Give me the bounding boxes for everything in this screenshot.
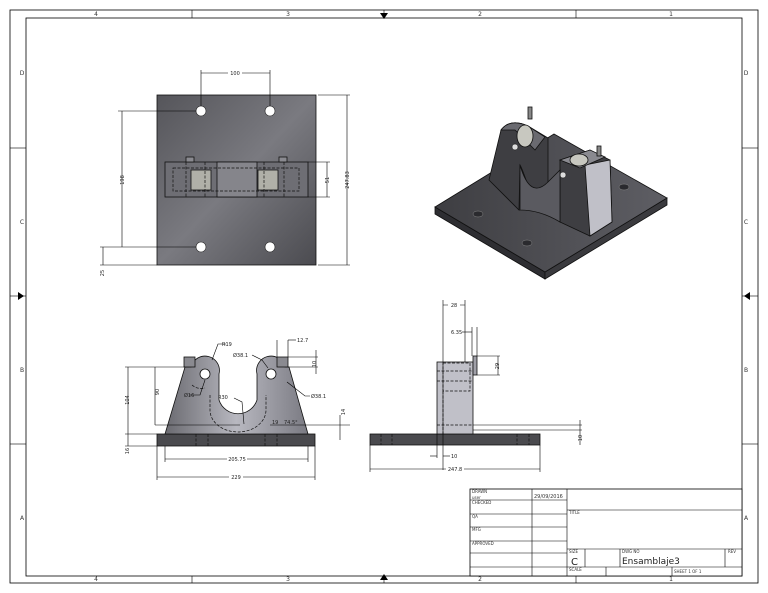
dim-hole-spacing: 100 xyxy=(230,71,240,77)
drawn-date: 29/09/2016 xyxy=(534,494,563,500)
dim-overall: 247.8 xyxy=(448,467,462,473)
dwg-no-value: Ensamblaje3 xyxy=(622,557,680,567)
dim-r-top: R19 xyxy=(222,342,232,348)
zone-col-3-bottom: 3 xyxy=(286,576,290,583)
dim-tab-h: 29 xyxy=(495,363,501,369)
dim-r-u: R30 xyxy=(218,395,228,401)
dim-tab-height: 10 xyxy=(312,361,318,367)
zone-col-1-bottom: 1 xyxy=(669,576,673,583)
dim-tab-width: 12.7 xyxy=(297,338,308,344)
zone-row-b: B xyxy=(20,367,24,374)
size-value: C xyxy=(571,557,578,568)
title-label: TITLE xyxy=(568,510,580,515)
dim-slot-height: 51 xyxy=(325,177,331,183)
dim-hole-vertical: 198 xyxy=(120,175,126,185)
dim-width-inner: 205.75 xyxy=(228,457,246,463)
dim-height-104: 104 xyxy=(125,395,131,405)
dim-offset-10: 10 xyxy=(451,454,457,460)
zone-col-3: 3 xyxy=(286,11,290,18)
dim-base-thk: 16 xyxy=(125,448,131,454)
qa-label: QA xyxy=(472,514,478,519)
top-view[interactable]: 100 198 25 51 247.83 xyxy=(100,70,351,276)
dim-dia-right: Ø38.1 xyxy=(311,393,326,400)
scale-label: SCALE xyxy=(569,567,582,572)
zone-row-c: C xyxy=(20,219,24,226)
zone-col-2-bottom: 2 xyxy=(478,576,482,583)
zone-col-2: 2 xyxy=(478,11,482,18)
zone-row-a-right: A xyxy=(744,515,749,522)
dim-angle: 74.5° xyxy=(284,420,298,426)
dim-width-28: 28 xyxy=(451,303,457,309)
zone-row-d: D xyxy=(20,70,25,77)
dwg-no-label: DWG NO xyxy=(622,549,640,554)
front-view[interactable]: R19 Ø38.1 12.7 10 Ø16 90 104 R30 Ø38.1 1… xyxy=(125,338,350,481)
drawn-by: user xyxy=(472,495,481,500)
dim-dia-hole: Ø16 xyxy=(184,392,194,399)
zone-labels: 4 3 2 1 4 3 2 1 D C B A D C B A xyxy=(20,11,749,583)
rev-label: REV xyxy=(728,549,736,554)
approved-label: APPROVED xyxy=(472,541,494,546)
sheet-label: SHEET 1 OF 1 xyxy=(674,569,702,574)
zone-row-c-right: C xyxy=(744,219,748,226)
zone-col-4-bottom: 4 xyxy=(94,576,98,583)
isometric-view[interactable] xyxy=(434,106,668,280)
mfg-label: MFG xyxy=(472,527,481,532)
size-label: SIZE xyxy=(569,549,578,554)
checked-label: CHECKED xyxy=(472,500,491,505)
dim-height-14: 14 xyxy=(341,409,347,415)
dim-height-90: 90 xyxy=(155,389,161,395)
drawn-label: DRAWN xyxy=(472,489,487,494)
dim-tab-thk: 6.35 xyxy=(451,330,462,336)
zone-row-d-right: D xyxy=(744,70,749,77)
zone-col-1: 1 xyxy=(669,11,673,18)
dim-dia-top: Ø38.1 xyxy=(233,352,248,359)
zone-row-a: A xyxy=(20,515,25,522)
sheet-border xyxy=(9,9,759,584)
dim-overall-height: 247.83 xyxy=(345,171,351,189)
side-view[interactable]: 28 6.35 29 10 10 247.8 xyxy=(369,300,584,473)
center-mark-icon xyxy=(18,13,750,580)
dim-edge-offset: 25 xyxy=(100,270,106,276)
dim-width-overall: 229 xyxy=(231,475,241,481)
dim-base-10: 10 xyxy=(578,435,584,441)
dim-small-19: 19 xyxy=(272,420,278,426)
zone-row-b-right: B xyxy=(744,367,748,374)
title-block: DRAWN user 29/09/2016 CHECKED QA MFG APP… xyxy=(469,488,743,577)
zone-col-4: 4 xyxy=(94,11,98,18)
